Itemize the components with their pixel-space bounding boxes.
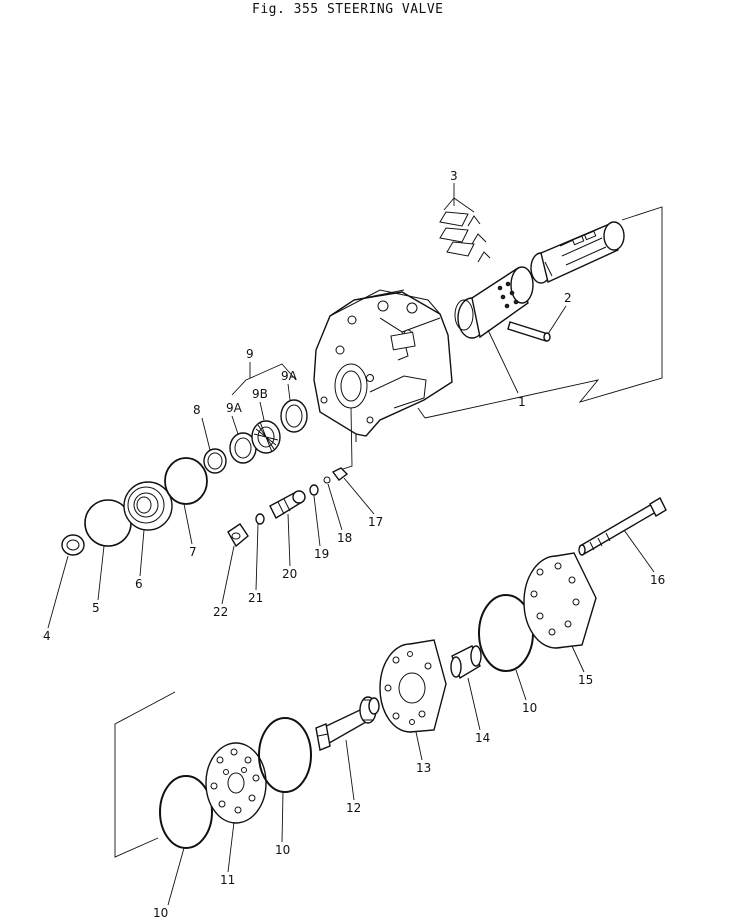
figure-title: Fig. 355 STEERING VALVE (252, 2, 444, 17)
callout-22: 22 (213, 605, 228, 619)
callout-9: 9 (246, 347, 254, 361)
o-ring-7-part (164, 457, 208, 505)
centering-springs-part (439, 183, 491, 263)
plug-22-part (227, 523, 249, 548)
bolt-16-part (578, 497, 667, 556)
needle-bearing-9b-part (251, 420, 281, 454)
o-ring-10-lower-middle-part (258, 717, 312, 793)
leader-lines (47, 305, 655, 906)
callout-9b: 9B (252, 387, 268, 401)
drive-shaft-12-part (315, 696, 380, 751)
sleeve-part (454, 266, 534, 339)
thrust-washer-9a-right-part (280, 399, 308, 433)
callout-9a-left: 9A (226, 401, 243, 415)
spool-sleeve-assembly (417, 183, 663, 419)
callout-10-lower-middle: 10 (275, 843, 290, 857)
ring-19-part (309, 484, 319, 496)
callout-21: 21 (248, 591, 263, 605)
callout-8: 8 (193, 403, 201, 417)
callout-6: 6 (135, 577, 143, 591)
callout-16: 16 (650, 573, 665, 587)
ring-8-part (203, 448, 227, 474)
callout-18: 18 (337, 531, 352, 545)
callout-10-lower-left: 10 (153, 906, 168, 920)
plug-17-part (331, 467, 349, 481)
dust-seal-part (61, 534, 85, 556)
check-body-20-part (269, 490, 306, 519)
callout-17: 17 (368, 515, 383, 529)
callout-9a-right: 9A (281, 369, 298, 383)
end-cap-15-part (523, 552, 597, 649)
spool-part (530, 221, 625, 284)
callout-10-right: 10 (522, 701, 537, 715)
pin-part (507, 321, 551, 342)
seal-housing-part (123, 481, 173, 531)
spacer-plate-11-part (205, 742, 267, 824)
callout-12: 12 (346, 801, 361, 815)
callout-4: 4 (43, 629, 51, 643)
callout-3: 3 (450, 169, 458, 183)
callout-14: 14 (475, 731, 490, 745)
gerotor-13-part (379, 639, 447, 733)
callout-5: 5 (92, 601, 100, 615)
o-ring-10-lower-left-part (159, 775, 213, 849)
ball-18-part (323, 476, 331, 484)
spacer-14-part (450, 645, 482, 680)
lower-bracket (114, 691, 176, 858)
callout-20: 20 (282, 567, 297, 581)
callout-15: 15 (578, 673, 593, 687)
callout-7: 7 (189, 545, 197, 559)
check-valve-group (227, 467, 349, 548)
callout-labels: 1 2 3 4 5 6 7 8 9 9A 9B 9A 10 10 10 11 1… (43, 169, 665, 920)
callout-1: 1 (518, 395, 526, 409)
valve-housing (313, 289, 453, 442)
ring-21-part (255, 513, 265, 525)
callout-13: 13 (416, 761, 431, 775)
seal-ring-group (61, 362, 308, 556)
callout-2: 2 (564, 291, 572, 305)
callout-11: 11 (220, 873, 235, 887)
callout-19: 19 (314, 547, 329, 561)
